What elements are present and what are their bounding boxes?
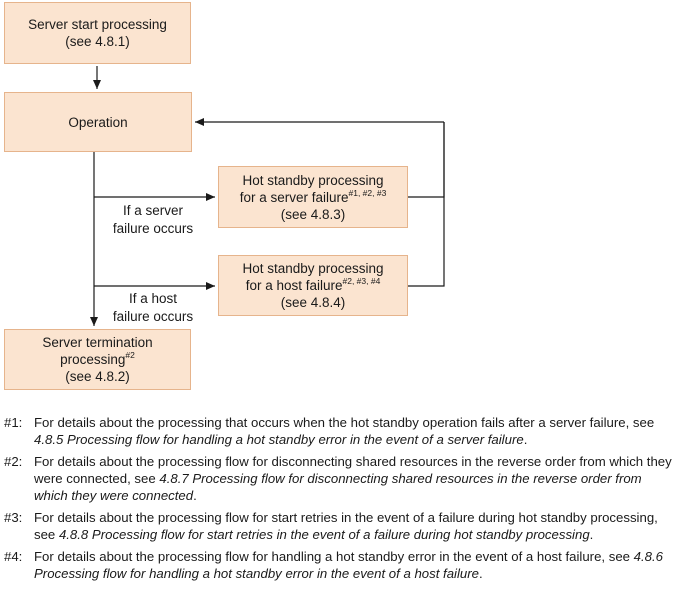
footnote-body: For details about the processing flow fo… <box>34 549 634 564</box>
footnote-text: For details about the processing flow fo… <box>34 453 674 504</box>
footnotes: #1: For details about the processing tha… <box>4 414 674 587</box>
footnote-id: #2: <box>4 454 23 469</box>
footnote-reference: 4.8.8 Processing flow for start retries … <box>58 527 590 542</box>
footnote-reference: 4.8.6 Processing flow for handling a hot… <box>34 549 663 581</box>
footnote-body: For details about the processing flow fo… <box>34 510 658 542</box>
box-termination-line1: Server termination <box>42 335 153 350</box>
footnote-reference: 4.8.7 Processing flow for disconnecting … <box>34 471 642 503</box>
box-hot-standby-host-failure: Hot standby processing for a host failur… <box>218 255 408 316</box>
label-server-failure-line2: failure occurs <box>112 221 194 236</box>
box-host-failure-line2-text: for a host failure <box>245 278 343 293</box>
label-server-failure-line1: If a server <box>122 203 184 218</box>
box-host-failure-line1: Hot standby processing <box>242 261 384 276</box>
box-server-failure-line1: Hot standby processing <box>242 172 384 188</box>
footnote-body: For details about the processing that oc… <box>34 415 655 430</box>
box-server-failure-line3: (see 4.8.3) <box>280 206 346 222</box>
footnote-end: . <box>589 527 594 542</box>
box-server-failure-line2-text: for a server failure <box>239 189 349 205</box>
box-hot-standby-server-failure: Hot standby processing for a server fail… <box>218 166 408 228</box>
label-host-failure-line1: If a host <box>128 291 178 306</box>
box-operation-label: Operation <box>68 114 128 130</box>
box-termination-line3: (see 4.8.2) <box>65 369 130 384</box>
box-termination-line2: processing#2 <box>60 351 135 368</box>
label-server-failure: If a server failure occurs <box>98 202 208 238</box>
return-from-server-failure <box>408 122 445 198</box>
box-server-start: Server start processing (see 4.8.1) <box>4 2 191 64</box>
footnote-id: #4: <box>4 549 23 564</box>
box-host-failure-line2: for a host failure#2, #3, #4 <box>246 277 381 294</box>
box-server-termination: Server termination processing#2 (see 4.8… <box>4 329 191 390</box>
footnote-end: . <box>193 488 197 503</box>
box-termination-line2-text: processing <box>60 352 126 367</box>
label-host-failure: If a host failure occurs <box>98 290 208 326</box>
footnote-body: For details about the processing flow fo… <box>34 454 672 486</box>
footnote-text: For details about the processing flow fo… <box>34 548 674 582</box>
footnote-marker: #1, #2, #3 <box>348 187 387 198</box>
footnote-text: For details about the processing that oc… <box>34 414 674 448</box>
footnote-id: #1: <box>4 415 23 430</box>
footnote-reference: 4.8.5 Processing flow for handling a hot… <box>34 432 524 447</box>
footnote-4: #4: For details about the processing flo… <box>4 548 674 582</box>
footnote-3: #3: For details about the processing flo… <box>4 509 674 543</box>
footnote-1: #1: For details about the processing tha… <box>4 414 674 448</box>
label-host-failure-line2: failure occurs <box>112 309 194 324</box>
footnote-text: For details about the processing flow fo… <box>34 509 674 543</box>
return-from-host-failure <box>408 122 445 287</box>
footnote-marker: #2 <box>125 350 135 360</box>
footnote-2: #2: For details about the processing flo… <box>4 453 674 504</box>
footnote-end: . <box>478 566 483 581</box>
footnote-end: . <box>523 432 528 447</box>
footnote-id: #3: <box>4 510 23 525</box>
footnote-marker: #2, #3, #4 <box>342 276 381 286</box>
box-operation: Operation <box>4 92 192 152</box>
box-server-start-line1: Server start processing <box>28 17 167 32</box>
box-host-failure-line3: (see 4.8.4) <box>280 295 346 310</box>
box-server-start-line2: (see 4.8.1) <box>65 34 130 49</box>
connector-lines <box>90 66 445 326</box>
box-server-failure-line2: for a server failure#1, #2, #3 <box>239 187 387 206</box>
